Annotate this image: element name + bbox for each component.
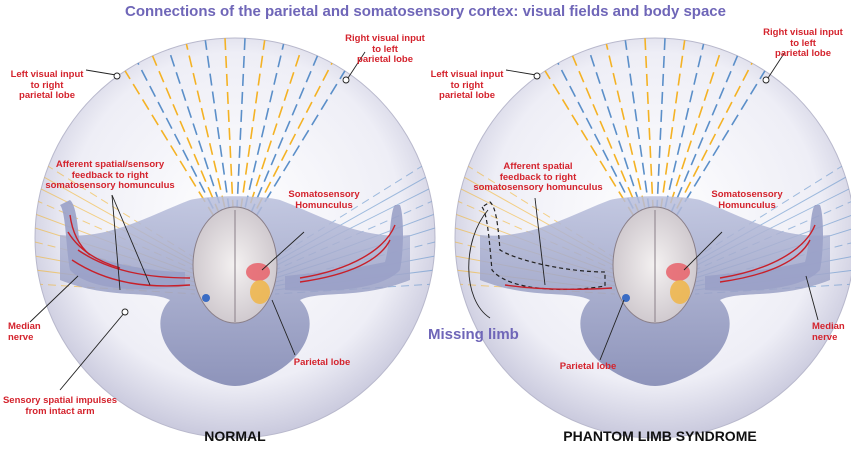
- phantom-missing-arm-outline: [481, 201, 606, 291]
- phantom-upper-ray: [604, 38, 649, 219]
- normal-upper-ray: [245, 38, 306, 219]
- phantom-nerves: [504, 224, 816, 290]
- phantom-upper-ray: [661, 38, 706, 219]
- phantom-upper-ray: [644, 38, 655, 219]
- phantom-parietal-label: Parietal lobe: [559, 361, 617, 372]
- normal-upper-ray: [164, 38, 225, 219]
- phantom-left-visual-label: Left visual input to right parietal lobe: [430, 69, 504, 101]
- phantom-caption: PHANTOM LIMB SYNDROME: [563, 428, 757, 444]
- phantom-upper-ray: [671, 38, 766, 219]
- normal-panel: [29, 37, 436, 439]
- phantom-median-nerve-label: Median nerve: [812, 321, 845, 343]
- normal-sensory-impulses-label: Sensory spatial impulses from intact arm: [2, 395, 118, 417]
- phantom-somatosensory-label: Somatosensory Homunculus: [711, 189, 783, 211]
- phantom-upper-ray: [544, 38, 639, 219]
- normal-upper-ray: [204, 38, 232, 219]
- phantom-upper-ray: [584, 38, 645, 219]
- phantom-upper-ray: [655, 38, 666, 219]
- normal-upper-ray: [238, 38, 266, 219]
- normal-parietal-label: Parietal lobe: [293, 357, 351, 368]
- normal-upper-ray: [235, 38, 246, 219]
- phantom-upper-ray: [658, 38, 686, 219]
- missing-limb-label: Missing limb: [428, 326, 519, 343]
- phantom-upper-ray: [624, 38, 652, 219]
- normal-caption: NORMAL: [204, 428, 266, 444]
- normal-median-nerve-label: Median nerve: [8, 321, 41, 343]
- phantom-homunculus-region: [666, 263, 690, 281]
- normal-upper-ray: [251, 38, 346, 219]
- normal-parietal-region: [250, 280, 270, 304]
- phantom-panel: [454, 37, 851, 439]
- normal-upper-ray: [144, 38, 222, 219]
- normal-homunculus-region: [246, 263, 270, 281]
- phantom-afferent-label: Afferent spatial feedback to right somat…: [473, 161, 603, 193]
- normal-upper-ray: [241, 38, 286, 219]
- phantom-parietal-region: [670, 280, 690, 304]
- normal-leaders: [29, 51, 366, 391]
- phantom-right-arm: [705, 205, 823, 291]
- phantom-right-visual-label: Right visual input to left parietal lobe: [763, 27, 843, 59]
- phantom-upper-ray: [665, 38, 726, 219]
- normal-nerves: [67, 214, 396, 287]
- normal-upper-ray: [184, 38, 229, 219]
- normal-somatosensory-label: Somatosensory Homunculus: [288, 189, 360, 211]
- figure-title: Connections of the parietal and somatose…: [125, 3, 726, 20]
- phantom-upper-ray: [564, 38, 642, 219]
- phantom-upper-ray: [668, 38, 746, 219]
- normal-left-visual-label: Left visual input to right parietal lobe: [10, 69, 84, 101]
- normal-afferent-label: Afferent spatial/sensory feedback to rig…: [45, 159, 175, 191]
- normal-left-arm: [60, 200, 185, 290]
- normal-upper-ray: [224, 38, 235, 219]
- normal-upper-ray: [124, 38, 219, 219]
- normal-right-visual-label: Right visual input to left parietal lobe: [345, 33, 425, 65]
- phantom-leaders: [468, 51, 819, 361]
- normal-right-arm: [285, 205, 403, 291]
- normal-upper-ray: [248, 38, 326, 219]
